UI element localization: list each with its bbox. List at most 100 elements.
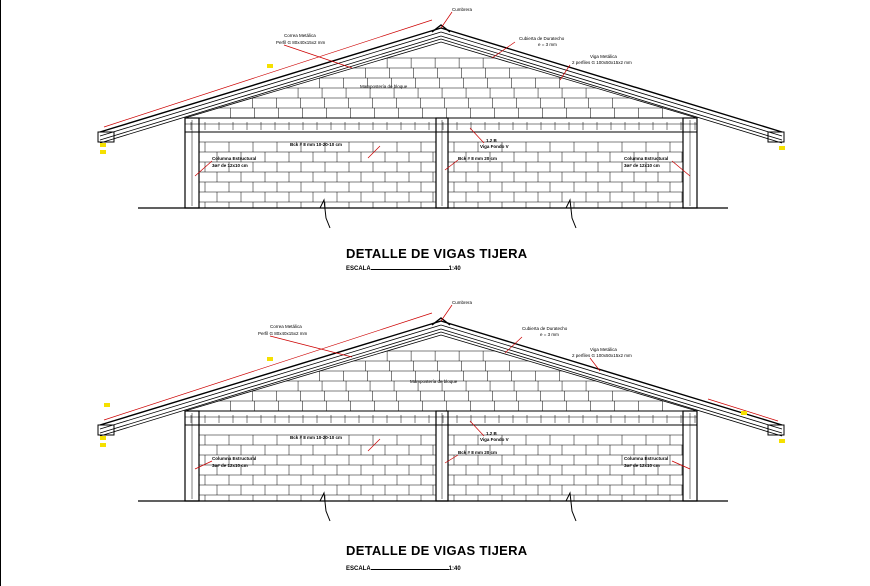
label-purlin: Correa Metálica	[284, 33, 316, 38]
label-tie-beam: Bck # 8 mm 10-20-10 cm	[290, 435, 342, 440]
wall	[184, 131, 698, 209]
leader-line	[367, 145, 381, 159]
label-ridge: Cumbrera	[452, 7, 473, 12]
leader-line	[469, 420, 485, 437]
label-gable-wall: Mampostería de bloque	[410, 379, 458, 384]
roof-slope-right	[440, 320, 783, 426]
leader-line	[671, 460, 691, 470]
label-column-center: Bck # 8 mm 20 cm	[458, 450, 497, 455]
truss-elevation-svg: Cumbrera Correa Metálica Perfil G 80x40x…	[97, 7, 785, 229]
truss-elevation-svg: Cumbrera Correa Metálica Perfil G 80x40x…	[97, 300, 785, 522]
roof-slope-right	[440, 31, 783, 137]
gable-outline	[184, 41, 698, 119]
roof-slope-right	[440, 324, 783, 430]
label-tie-note2: Viga Fondo V	[480, 144, 509, 149]
scale-underline	[370, 269, 449, 270]
highlight-mark	[100, 150, 106, 154]
roof-slope-right	[440, 27, 783, 133]
roof-slope-left	[99, 35, 442, 141]
break-mark-left	[319, 491, 331, 522]
ridge-cap	[431, 317, 451, 326]
roof-slope-right	[440, 35, 783, 141]
eave-left	[97, 131, 115, 143]
label-tie-note: 1.2 B	[486, 138, 498, 143]
label-gable-wall: Mampostería de bloque	[360, 84, 408, 89]
label-column-left: Columna Estructural	[212, 456, 256, 461]
roof-slope-right	[440, 328, 783, 434]
roof-slope-left	[99, 38, 442, 144]
highlight-mark	[104, 403, 110, 407]
roof-slope-left	[99, 328, 442, 434]
truss-detail-drawing-2: Cumbrera Correa Metálica Perfil G 80x40x…	[0, 293, 870, 586]
highlight-mark	[741, 411, 747, 415]
leader-line	[269, 335, 353, 358]
roof-slope-right	[440, 38, 783, 144]
ridge-cap	[431, 24, 451, 33]
slope-dimension-right	[707, 398, 779, 422]
label-column-center: Bck # 8 mm 20 cm	[458, 156, 497, 161]
label-column-right2: 3ø# de 12x10 cm	[624, 463, 660, 468]
label-column-left2: 3ø# de 12x10 cm	[212, 463, 248, 468]
label-column-right: Columna Estructural	[624, 456, 668, 461]
label-tie-note: 1.2 B	[486, 431, 498, 436]
roof-slope-right	[440, 331, 783, 437]
eave-left	[97, 424, 115, 436]
tie-beam	[184, 410, 698, 426]
annotations: Cumbrera Correa Metálica Perfil G 80x40x…	[212, 300, 668, 468]
label-column-right2: 3ø# de 12x10 cm	[624, 163, 660, 168]
leader-line	[559, 64, 571, 81]
highlight-mark	[100, 436, 106, 440]
scale-value: 1:40	[448, 266, 461, 272]
wall	[184, 424, 698, 502]
label-roofing: Cubierta de Duratecho	[522, 326, 568, 331]
leader-line	[589, 357, 601, 372]
roof-slope-left	[99, 31, 442, 137]
leader-line	[194, 460, 213, 470]
gable-outline	[184, 334, 698, 412]
leader-line	[504, 336, 523, 354]
tie-beam	[184, 117, 698, 133]
label-beam-profile: 2 perfiles G 100x50x15x2 mm	[572, 353, 632, 358]
highlight-mark	[779, 146, 785, 150]
truss-structure	[97, 11, 785, 229]
leader-line	[194, 160, 213, 177]
leader-line	[491, 41, 516, 59]
scale-line: ESCALA 1:40	[346, 266, 461, 272]
sheet-border	[0, 0, 1, 586]
leader-line	[367, 438, 381, 452]
truss-structure	[97, 304, 785, 522]
label-roofing-thickness: e = 3 mm	[538, 42, 557, 47]
slope-dimension-left	[103, 19, 433, 128]
truss-detail-drawing-1: Cumbrera Correa Metálica Perfil G 80x40x…	[97, 7, 785, 272]
label-tie-note2: Viga Fondo V	[480, 437, 509, 442]
drawing-title: DETALLE DE VIGAS TIJERA	[346, 543, 528, 558]
leader-line	[444, 159, 459, 171]
label-roofing-thickness: e = 3 mm	[540, 332, 559, 337]
leader-line	[444, 454, 459, 464]
roof-slope-left	[99, 27, 442, 133]
roof-slope-left	[99, 324, 442, 430]
eave-right	[767, 131, 785, 143]
leader-line	[283, 44, 353, 69]
highlight-mark	[267, 64, 273, 68]
slope-dimension-left	[103, 312, 433, 421]
highlight-mark	[267, 357, 273, 361]
break-mark-right	[565, 491, 577, 522]
leader-line	[671, 160, 691, 177]
roof-slope-left	[99, 320, 442, 426]
scale-prefix: ESCALA	[346, 566, 371, 572]
eave-right	[767, 424, 785, 436]
drawing-title: DETALLE DE VIGAS TIJERA	[346, 246, 528, 261]
label-column-right: Columna Estructural	[624, 156, 668, 161]
label-purlin: Correa Metálica	[270, 324, 302, 329]
leader-line	[440, 11, 453, 29]
label-beam: Viga Metálica	[590, 54, 617, 59]
scale-prefix: ESCALA	[346, 266, 371, 272]
highlight-mark	[100, 443, 106, 447]
label-beam-profile: 2 perfiles G 100x50x15x2 mm	[572, 60, 632, 65]
highlight-mark	[100, 143, 106, 147]
label-beam: Viga Metálica	[590, 347, 617, 352]
label-ridge: Cumbrera	[452, 300, 473, 305]
label-purlin-profile: Perfil G 80x40x15x2 mm	[276, 40, 326, 45]
